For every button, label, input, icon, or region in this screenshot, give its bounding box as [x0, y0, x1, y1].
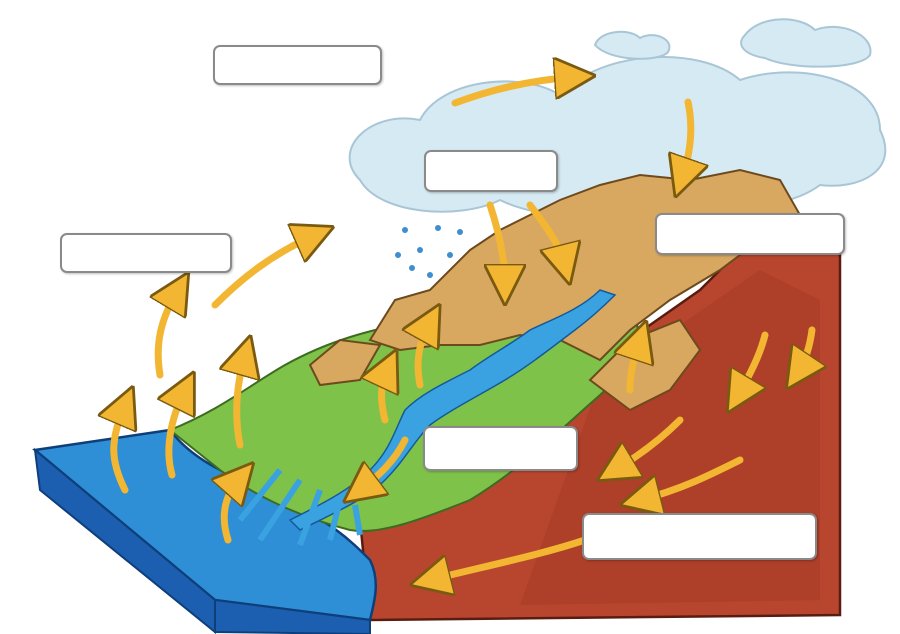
- label-box-cloud[interactable]: [424, 150, 558, 192]
- label-box-bottom-right[interactable]: [582, 513, 817, 560]
- arrow-evap-4: [158, 290, 178, 375]
- label-box-top-left[interactable]: [213, 45, 382, 85]
- label-box-right[interactable]: [655, 213, 845, 255]
- label-box-left[interactable]: [60, 233, 232, 273]
- small-cloud: [595, 32, 669, 59]
- right-cloud: [741, 19, 870, 66]
- label-box-river[interactable]: [423, 426, 578, 471]
